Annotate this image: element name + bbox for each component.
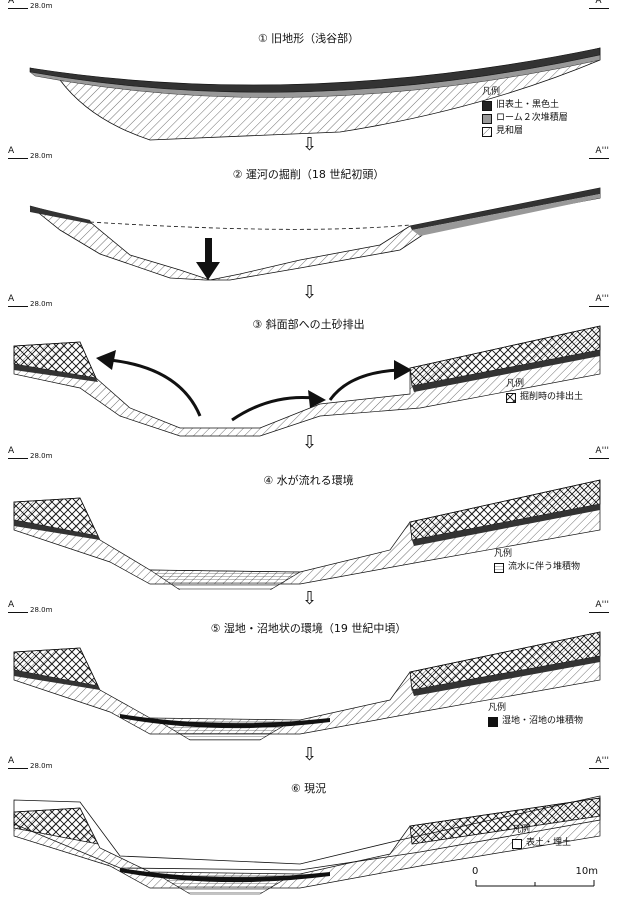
legend-label: 見和層 [496, 125, 523, 138]
legend-swatch-horizontal [494, 563, 504, 573]
legend-label: 表土・埋土 [526, 837, 571, 850]
panel-4: A 28.0m A''' ④ 水が流れる環境 凡例 流水に伴う堆積物 [0, 450, 617, 590]
legend-swatch-white [512, 839, 522, 849]
panel-3: A 28.0m A''' ③ 斜面部への土砂排出 凡例 掘削時の排出土 [0, 298, 617, 438]
legend-3: 凡例 掘削時の排出土 [506, 378, 583, 404]
legend-label: 流水に伴う堆積物 [508, 561, 580, 574]
panel-5: A 28.0m A''' ⑤ 湿地・沼地状の環境（19 世紀中頃） 凡例 湿地・… [0, 604, 617, 744]
legend-label: 旧表土・黒色土 [496, 99, 559, 112]
scale-min-label: 0 [472, 866, 478, 877]
cross-section-3 [0, 298, 617, 438]
legend-1: 凡例 旧表土・黒色土 ローム２次堆積層 見和層 [482, 86, 568, 138]
legend-6: 凡例 表土・埋土 [512, 824, 571, 850]
legend-swatch-cross [506, 393, 516, 403]
legend-item: 表土・埋土 [512, 837, 571, 850]
legend-item: 旧表土・黒色土 [482, 99, 568, 112]
legend-swatch-black [488, 717, 498, 727]
scale-bar: 0 10m [472, 866, 598, 890]
legend-item: 掘削時の排出土 [506, 391, 583, 404]
legend-item: 湿地・沼地の堆積物 [488, 715, 583, 728]
legend-item: ローム２次堆積層 [482, 112, 568, 125]
cross-section-2 [0, 150, 617, 290]
legend-label: ローム２次堆積層 [496, 112, 568, 125]
legend-label: 掘削時の排出土 [520, 391, 583, 404]
panel-2: A 28.0m A''' ② 運河の掘削（18 世紀初頭） [0, 150, 617, 290]
panel-1: A 28.0m A''' ① 旧地形（浅谷部） 凡例 旧表土・黒色土 ローム２次… [0, 0, 617, 150]
legend-5: 凡例 湿地・沼地の堆積物 [488, 702, 583, 728]
legend-item: 見和層 [482, 125, 568, 138]
legend-heading: 凡例 [494, 548, 580, 561]
legend-heading: 凡例 [482, 86, 568, 99]
legend-swatch-gray [482, 114, 492, 124]
legend-label: 湿地・沼地の堆積物 [502, 715, 583, 728]
legend-heading: 凡例 [488, 702, 583, 715]
legend-heading: 凡例 [506, 378, 583, 391]
scale-max-label: 10m [576, 866, 598, 877]
legend-heading: 凡例 [512, 824, 571, 837]
legend-item: 流水に伴う堆積物 [494, 561, 580, 574]
down-arrow-icon [196, 238, 220, 280]
legend-4: 凡例 流水に伴う堆積物 [494, 548, 580, 574]
legend-swatch-dark [482, 101, 492, 111]
legend-swatch-hatch [482, 127, 492, 137]
